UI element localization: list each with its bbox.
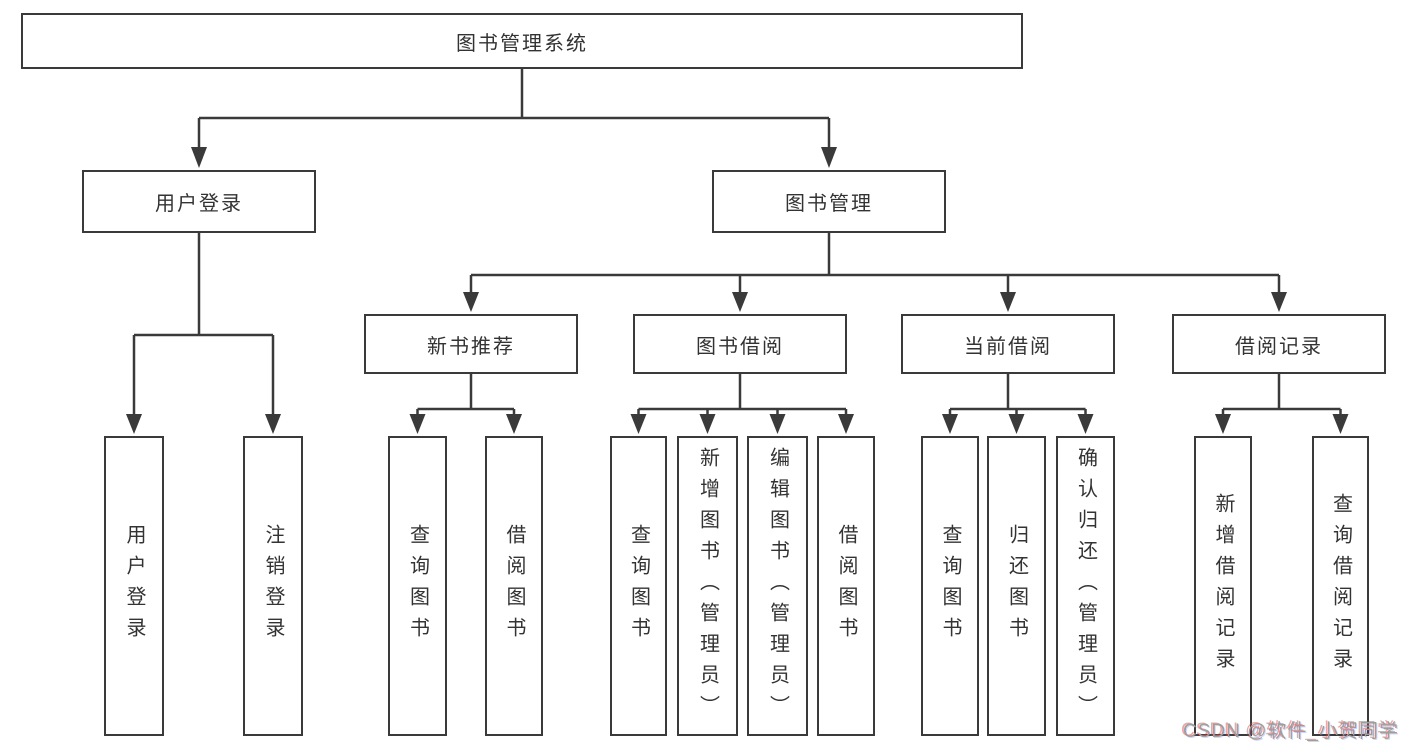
leaf-add-borrow-record: 新增借阅记录 (1194, 436, 1252, 736)
leaf-query-books-recommend: 查询图书 (388, 436, 447, 736)
arrowheads (126, 147, 1349, 434)
node-current-borrowing: 当前借阅 (901, 314, 1115, 374)
leaf-borrow-books-recommend: 借阅图书 (485, 436, 543, 736)
leaf-query-books-borrowing: 查询图书 (610, 436, 667, 736)
node-library-management-system: 图书管理系统 (21, 13, 1023, 69)
leaf-add-books-admin: 新增图书（管理员） (677, 436, 738, 736)
node-user-login: 用户登录 (82, 170, 316, 233)
node-book-management: 图书管理 (712, 170, 946, 233)
node-book-borrowing: 图书借阅 (633, 314, 847, 374)
leaf-user-login: 用户登录 (104, 436, 164, 736)
leaf-return-books: 归还图书 (987, 436, 1046, 736)
csdn-watermark: CSDN @软件_小贺同学 (1183, 721, 1399, 742)
leaf-logout: 注销登录 (243, 436, 303, 736)
leaf-query-books-current: 查询图书 (921, 436, 979, 736)
leaf-query-borrow-record: 查询借阅记录 (1312, 436, 1369, 736)
leaf-confirm-return-admin: 确认归还（管理员） (1056, 436, 1115, 736)
leaf-edit-books-admin: 编辑图书（管理员） (747, 436, 808, 736)
node-borrowing-records: 借阅记录 (1172, 314, 1386, 374)
leaf-borrow-books: 借阅图书 (817, 436, 875, 736)
node-new-book-recommendation: 新书推荐 (364, 314, 578, 374)
